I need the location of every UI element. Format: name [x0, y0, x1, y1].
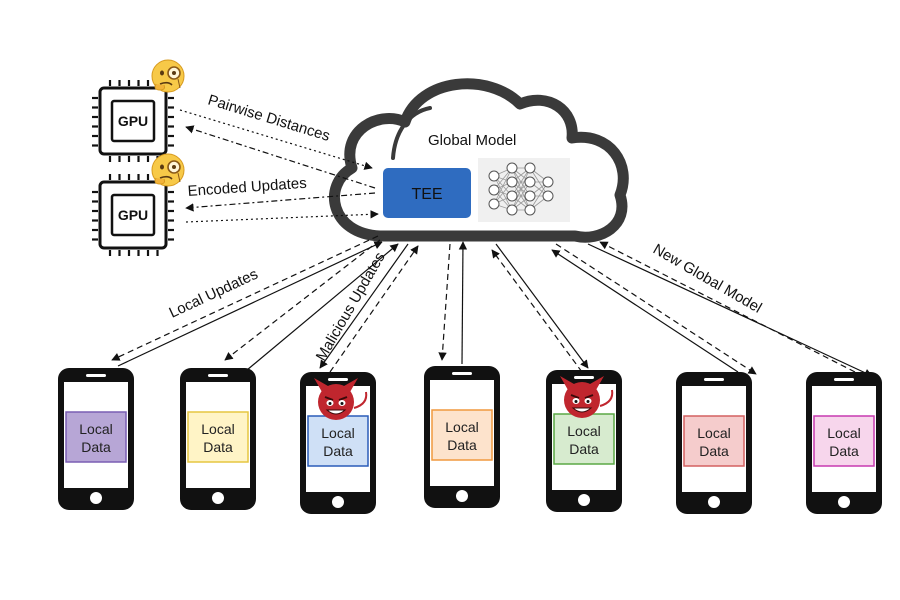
update-arrow [246, 243, 399, 371]
tee-box [383, 168, 471, 218]
nn-node [488, 198, 500, 210]
cloud-inner-arc [391, 106, 432, 160]
update-arrow [555, 243, 757, 375]
update-arrow [111, 235, 379, 361]
update-arrow [551, 249, 739, 373]
monocle-face-icon [151, 153, 185, 187]
update-arrow [599, 241, 856, 373]
monocle-face-icon [151, 59, 185, 93]
local-data-box [187, 411, 249, 463]
home-button [708, 496, 720, 508]
devil-icon [314, 378, 368, 420]
neural-network-icon [478, 158, 570, 222]
local-data-line2: Data [203, 439, 233, 455]
encoded-return-arrow [185, 210, 379, 223]
local-data-line1: Local [567, 423, 600, 439]
nn-node [524, 204, 536, 216]
nn-node [488, 184, 500, 196]
cloud-title: Global Model [428, 132, 516, 149]
home-button [90, 492, 102, 504]
gpu-label: GPU [118, 207, 148, 223]
nn-node [488, 170, 500, 182]
local-data-box [431, 409, 493, 461]
devil-icon [560, 376, 614, 418]
pairwise-return-arrow [185, 125, 376, 189]
update-arrow [458, 241, 468, 365]
local-data-line2: Data [829, 443, 859, 459]
update-arrow [224, 239, 381, 361]
nn-node [524, 176, 536, 188]
local-data-line1: Local [445, 419, 478, 435]
nn-node [506, 162, 518, 174]
update-arrow [491, 249, 583, 373]
local-data-line1: Local [827, 425, 860, 441]
home-button [332, 496, 344, 508]
new-global-model-label: New Global Model [650, 241, 765, 317]
home-button [456, 490, 468, 502]
cloud: Global Model TEE [329, 78, 629, 243]
update-arrow [495, 243, 589, 369]
local-data-box [813, 415, 875, 467]
nn-node [506, 190, 518, 202]
home-button [578, 494, 590, 506]
tee-label: TEE [411, 186, 442, 203]
local-data-line2: Data [699, 443, 729, 459]
nn-node [542, 176, 554, 188]
local-data-line1: Local [201, 421, 234, 437]
encoded-updates-label: Encoded Updates [187, 175, 307, 200]
local-data-line1: Local [79, 421, 112, 437]
local-data-box [65, 411, 127, 463]
nn-node [524, 162, 536, 174]
gpu-chip: GPU [92, 153, 185, 256]
gpu-label: GPU [118, 113, 148, 129]
nn-node [524, 190, 536, 202]
pairwise-arrow [179, 109, 373, 170]
nn-node [506, 204, 518, 216]
update-arrow [438, 243, 451, 361]
local-data-line1: Local [697, 425, 730, 441]
update-arrow [117, 241, 383, 367]
gpu-chip: GPU [92, 59, 185, 162]
update-arrow [319, 243, 409, 369]
phones: LocalDataLocalDataLocalDataLocalDataLoca… [58, 366, 882, 514]
local-data-box [307, 415, 369, 467]
home-button [212, 492, 224, 504]
phone-arrows [111, 235, 873, 377]
local-data-line2: Data [447, 437, 477, 453]
local-data-line2: Data [323, 443, 353, 459]
home-button [838, 496, 850, 508]
pairwise-distances-label: Pairwise Distances [206, 92, 332, 145]
local-data-line2: Data [81, 439, 111, 455]
nn-node [506, 176, 518, 188]
update-arrow [329, 245, 419, 373]
local-data-line1: Local [321, 425, 354, 441]
local-data-box [683, 415, 745, 467]
malicious-updates-label: Malicious Updates [313, 249, 389, 364]
gpu-arrows [179, 109, 379, 223]
nn-node [542, 190, 554, 202]
local-data-line2: Data [569, 441, 599, 457]
encoded-arrow [185, 192, 376, 212]
update-arrow [587, 243, 873, 377]
